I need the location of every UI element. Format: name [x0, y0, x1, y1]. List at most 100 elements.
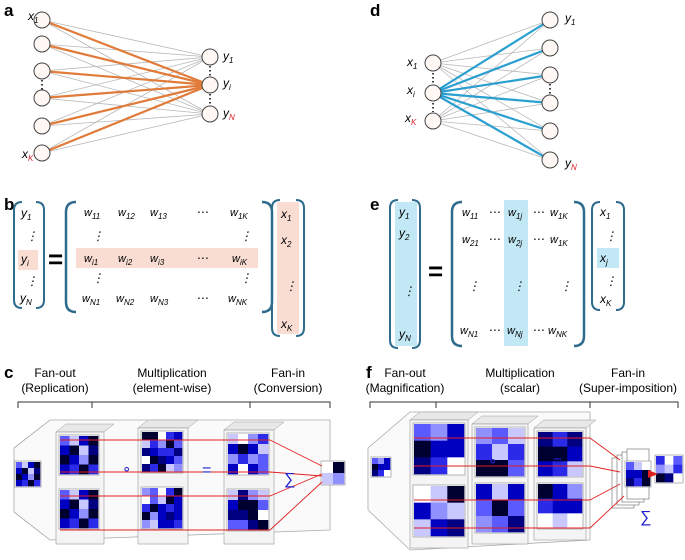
weight-tile-cell — [166, 448, 175, 457]
product-tile-cell — [567, 484, 583, 499]
replica-tile-cell — [69, 436, 80, 446]
w-entry: wN3 — [150, 293, 169, 307]
fan-in-network-diagram — [33, 11, 219, 162]
w-row-i: wi1 wi2 wi3 ⋯ wiK — [84, 251, 248, 267]
output-label-yi: yi — [222, 76, 231, 92]
replica-tile-cell — [60, 464, 70, 475]
input-node — [33, 62, 51, 80]
replica-tile-cell — [79, 464, 89, 475]
weight-tile-cell — [158, 512, 167, 521]
bracket-right-y — [35, 201, 45, 309]
scalar-tile-cell — [508, 484, 525, 501]
weight-tile-cell — [158, 440, 167, 449]
output-image-cell — [673, 473, 683, 483]
replica-tile-cell — [79, 509, 89, 519]
product-tile-cell — [552, 446, 568, 462]
bracket-right-y — [411, 199, 421, 349]
output-node — [541, 122, 559, 140]
weight-tile-cell — [142, 488, 151, 497]
scalar-tile-cell — [492, 516, 509, 533]
stage-subtitle-fan-in: (Super-imposition) — [579, 381, 677, 395]
product-tile-cell — [238, 454, 249, 465]
light-ray — [269, 481, 323, 531]
output-vector-cell — [322, 473, 334, 485]
output-image-cell — [664, 473, 674, 483]
w-entry: w13 — [150, 207, 167, 221]
input-image-cell — [378, 470, 385, 477]
vdots: ⋮ — [605, 229, 617, 243]
replica-tile-cell — [79, 490, 89, 500]
product-tile-cell — [552, 513, 568, 529]
output-node — [541, 151, 559, 169]
replica-tile-cell — [69, 518, 80, 529]
bracket-left-w — [64, 200, 77, 314]
replica-tile-cell — [79, 436, 89, 446]
panel-label-d: d — [370, 1, 380, 20]
thin-edge — [432, 120, 551, 161]
w-entry: w1K — [550, 207, 568, 221]
product-tile-cell — [552, 484, 568, 499]
scalar-tile-cell — [508, 428, 525, 445]
vdots: ⋮ — [240, 229, 252, 243]
output-label-y1: y1 — [564, 11, 575, 27]
bracket-left-y — [389, 199, 399, 349]
net-a-labels: x1 xK y1 yi yN — [21, 9, 235, 163]
y-entry: y1 — [20, 206, 31, 222]
stage-bracket — [91, 401, 251, 408]
input-label-xK: xK — [404, 111, 417, 127]
scalar-tile-cell — [476, 460, 493, 477]
product-tile-cell — [552, 432, 568, 447]
row-highlight-w — [76, 248, 258, 268]
y-entry: y1 — [398, 205, 409, 221]
panel-label-b: b — [4, 195, 14, 214]
light-ray — [589, 483, 621, 501]
output-label-yN: yN — [564, 156, 577, 172]
highlighted-edge — [432, 92, 551, 161]
highlighted-edge — [41, 18, 211, 87]
weight-tile-cell — [174, 512, 183, 521]
superimposition-tile-cell — [626, 462, 635, 471]
product-tile-cell — [238, 500, 249, 511]
stage-title-fan-out: Fan-out — [384, 366, 426, 380]
column-highlight-w — [504, 200, 528, 346]
superimposition-tile-cell — [634, 462, 643, 471]
replica-tile-cell — [88, 455, 99, 465]
product-tile-cell — [228, 454, 239, 465]
thin-edge — [41, 43, 211, 58]
input-image-cell — [384, 470, 391, 477]
w-row-1: w11 ⋯ w1j ⋯ w1K — [462, 205, 568, 221]
stage-bracket — [369, 401, 437, 408]
input-image-cell — [28, 468, 35, 475]
weight-tile-cell — [150, 448, 159, 457]
product-tile-cell — [228, 500, 239, 511]
w-entry: wN2 — [116, 293, 135, 307]
sum-operator: ∑ — [640, 509, 651, 526]
weight-tile-cell — [166, 504, 175, 513]
scalar-tile-cell — [476, 428, 493, 445]
stage-bracket — [589, 401, 679, 408]
vdots: ⋮ — [403, 284, 415, 298]
column-highlight-x — [277, 202, 299, 334]
output-image-cell — [664, 464, 674, 474]
product-plane-top — [533, 419, 597, 429]
weight-tile-cell — [166, 440, 175, 449]
stage-title-fan-in: Fan-in — [611, 366, 645, 380]
weight-tile-cell — [150, 440, 159, 449]
weight-tile-cell — [166, 488, 175, 497]
weight-tile-cell — [174, 432, 183, 441]
magnified-tile-cell — [414, 440, 431, 458]
weight-tile-cell — [142, 432, 151, 441]
light-ray — [589, 495, 625, 529]
weight-tile-cell — [142, 512, 151, 521]
input-image-cell — [384, 458, 391, 465]
stage-headers-c: Fan-out (Replication) Multiplication (el… — [17, 366, 331, 408]
weight-tile-cell — [166, 520, 175, 529]
w-row-2: w21 ⋯ w2j ⋯ w1K — [462, 232, 568, 248]
bracket-right-w — [261, 200, 274, 314]
input-image-cell — [372, 470, 379, 477]
output-label-yN: yN — [222, 106, 235, 122]
stage-subtitle-fan-out: (Replication) — [21, 381, 88, 395]
vdots: ⋮ — [92, 229, 104, 243]
product-tile-cell — [228, 464, 239, 475]
output-node — [201, 105, 219, 123]
